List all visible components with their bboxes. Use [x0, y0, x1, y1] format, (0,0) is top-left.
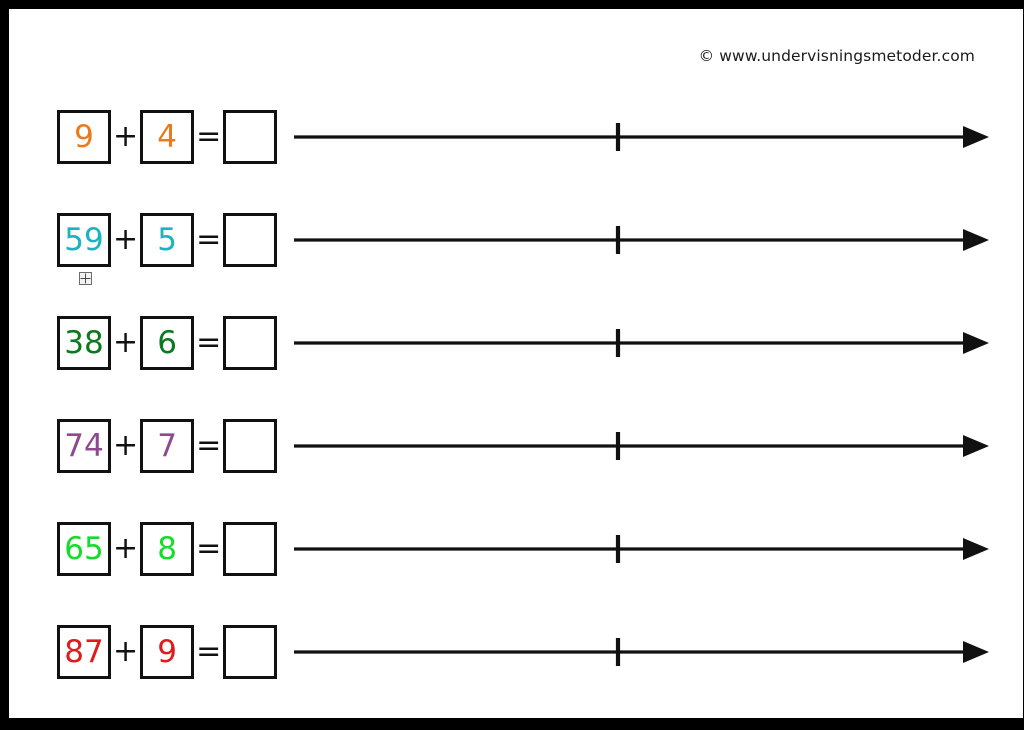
addend2-box[interactable]: 5: [140, 213, 195, 267]
addend1-value: 59: [64, 221, 104, 258]
answer-box[interactable]: [223, 213, 278, 267]
number-line[interactable]: [294, 520, 989, 578]
exercise-row: 59 + 5 =: [9, 211, 1023, 269]
addend1-box[interactable]: 65: [57, 522, 111, 576]
equals-sign: =: [196, 119, 222, 154]
addend1-value: 87: [64, 633, 104, 670]
number-line[interactable]: [294, 108, 989, 166]
arrowhead-icon: [963, 126, 989, 148]
addend1-box[interactable]: 38: [57, 316, 111, 370]
addend2-value: 9: [157, 633, 177, 670]
arrowhead-icon: [963, 641, 989, 663]
plus-sign: +: [113, 531, 139, 566]
addend1-box[interactable]: 9: [57, 110, 111, 164]
addend1-value: 38: [64, 324, 104, 361]
addend1-value: 9: [74, 118, 94, 155]
exercise-row: 38 + 6 =: [9, 314, 1023, 372]
addend1-value: 74: [64, 427, 104, 464]
answer-box[interactable]: [223, 110, 278, 164]
arrowhead-icon: [963, 332, 989, 354]
arrowhead-icon: [963, 538, 989, 560]
equals-sign: =: [196, 428, 222, 463]
arrowhead-icon: [963, 229, 989, 251]
equals-sign: =: [196, 634, 222, 669]
addend2-box[interactable]: 9: [140, 625, 195, 679]
addend2-box[interactable]: 7: [140, 419, 195, 473]
addend1-box[interactable]: 74: [57, 419, 111, 473]
addend1-box[interactable]: 59: [57, 213, 111, 267]
addend2-value: 5: [157, 221, 177, 258]
plus-sign: +: [113, 325, 139, 360]
move-handle-icon[interactable]: [79, 272, 92, 285]
copyright-notice: © www.undervisningsmetoder.com: [698, 47, 975, 65]
answer-box[interactable]: [223, 625, 278, 679]
number-line[interactable]: [294, 623, 989, 681]
arrowhead-icon: [963, 435, 989, 457]
addend2-value: 7: [157, 427, 177, 464]
addend2-value: 8: [157, 530, 177, 567]
exercise-row: 9 + 4 =: [9, 108, 1023, 166]
addend1-box[interactable]: 87: [57, 625, 111, 679]
addend2-box[interactable]: 4: [140, 110, 195, 164]
plus-sign: +: [113, 222, 139, 257]
addend2-value: 6: [157, 324, 177, 361]
equation: 74 + 7 =: [57, 417, 278, 475]
addend1-value: 65: [64, 530, 104, 567]
equals-sign: =: [196, 222, 222, 257]
number-line[interactable]: [294, 417, 989, 475]
equals-sign: =: [196, 325, 222, 360]
answer-box[interactable]: [223, 522, 278, 576]
exercise-row: 87 + 9 =: [9, 623, 1023, 681]
equation: 38 + 6 =: [57, 314, 278, 372]
addend2-box[interactable]: 6: [140, 316, 195, 370]
plus-sign: +: [113, 119, 139, 154]
equation: 65 + 8 =: [57, 520, 278, 578]
equation: 9 + 4 =: [57, 108, 278, 166]
plus-sign: +: [113, 428, 139, 463]
exercise-row: 65 + 8 =: [9, 520, 1023, 578]
worksheet-page: © www.undervisningsmetoder.com 9 + 4 =: [9, 9, 1023, 718]
number-line[interactable]: [294, 314, 989, 372]
answer-box[interactable]: [223, 316, 278, 370]
plus-sign: +: [113, 634, 139, 669]
exercise-row: 74 + 7 =: [9, 417, 1023, 475]
addend2-value: 4: [157, 118, 177, 155]
equals-sign: =: [196, 531, 222, 566]
addend2-box[interactable]: 8: [140, 522, 195, 576]
number-line[interactable]: [294, 211, 989, 269]
equation: 87 + 9 =: [57, 623, 278, 681]
equation: 59 + 5 =: [57, 211, 278, 269]
answer-box[interactable]: [223, 419, 278, 473]
